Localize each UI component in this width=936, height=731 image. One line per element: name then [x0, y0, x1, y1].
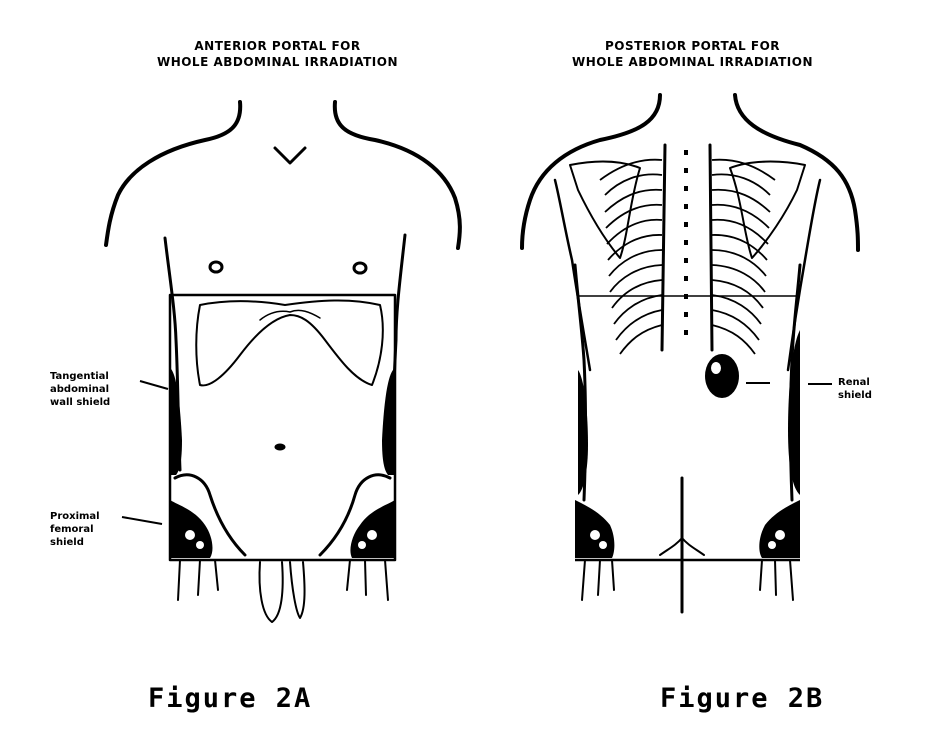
anterior-title-line2: WHOLE ABDOMINAL IRRADIATION [150, 54, 405, 70]
posterior-spine-line-left [662, 145, 665, 350]
posterior-body-outline-right [735, 95, 858, 250]
posterior-femoral-heads [590, 530, 785, 549]
anterior-body-outline-right [335, 102, 460, 248]
tangential-label-line2: abdominal [50, 383, 110, 396]
anterior-nipple-right [354, 263, 366, 273]
anterior-figure [106, 102, 460, 622]
anterior-femoral-heads [185, 530, 377, 549]
femoral-shield-label: Proximal femoral shield [50, 510, 100, 549]
anterior-title-line1: ANTERIOR PORTAL FOR [150, 38, 405, 54]
anterior-thigh-right [347, 560, 388, 600]
anterior-liver-outline [196, 300, 383, 385]
anterior-tangential-shield-right [382, 368, 395, 475]
anterior-thigh-left [178, 560, 218, 600]
tangential-label-line1: Tangential [50, 370, 110, 383]
posterior-renal-shield-highlight [711, 362, 721, 374]
femoral-shield-leader [122, 517, 162, 524]
posterior-title-line1: POSTERIOR PORTAL FOR [565, 38, 820, 54]
figure-2b-caption: Figure 2B [660, 683, 824, 714]
femoral-label-line2: femoral [50, 523, 100, 536]
anterior-umbilicus [275, 444, 285, 450]
renal-label-line2: shield [838, 389, 872, 402]
femoral-label-line1: Proximal [50, 510, 100, 523]
tangential-shield-label: Tangential abdominal wall shield [50, 370, 110, 409]
posterior-femoral-shield-left [575, 500, 614, 558]
renal-shield-label: Renal shield [838, 376, 872, 402]
renal-label-line1: Renal [838, 376, 872, 389]
anterior-genitals [260, 562, 305, 622]
posterior-spine-line-right [710, 145, 712, 350]
posterior-title-line2: WHOLE ABDOMINAL IRRADIATION [565, 54, 820, 70]
anterior-body-outline-left [106, 102, 240, 245]
posterior-femoral-shield-right [759, 500, 800, 558]
figure-2a-caption: Figure 2A [148, 683, 312, 714]
anterior-nipple-left [210, 262, 222, 272]
posterior-title: POSTERIOR PORTAL FOR WHOLE ABDOMINAL IRR… [565, 38, 820, 70]
anterior-title: ANTERIOR PORTAL FOR WHOLE ABDOMINAL IRRA… [150, 38, 405, 70]
tangential-label-line3: wall shield [50, 396, 110, 409]
anterior-sternal-notch [275, 148, 305, 163]
tangential-shield-leader [140, 381, 168, 389]
posterior-figure [522, 95, 858, 500]
anterior-portal-field [170, 295, 395, 560]
posterior-arm-left [555, 180, 590, 370]
posterior-spinous-processes [684, 150, 688, 335]
anterior-femoral-shield-right [350, 500, 395, 558]
femoral-label-line3: shield [50, 536, 100, 549]
posterior-renal-shield [705, 354, 739, 398]
anterior-tangential-shield-left [170, 368, 182, 475]
anterior-femoral-shield-left [170, 500, 212, 558]
